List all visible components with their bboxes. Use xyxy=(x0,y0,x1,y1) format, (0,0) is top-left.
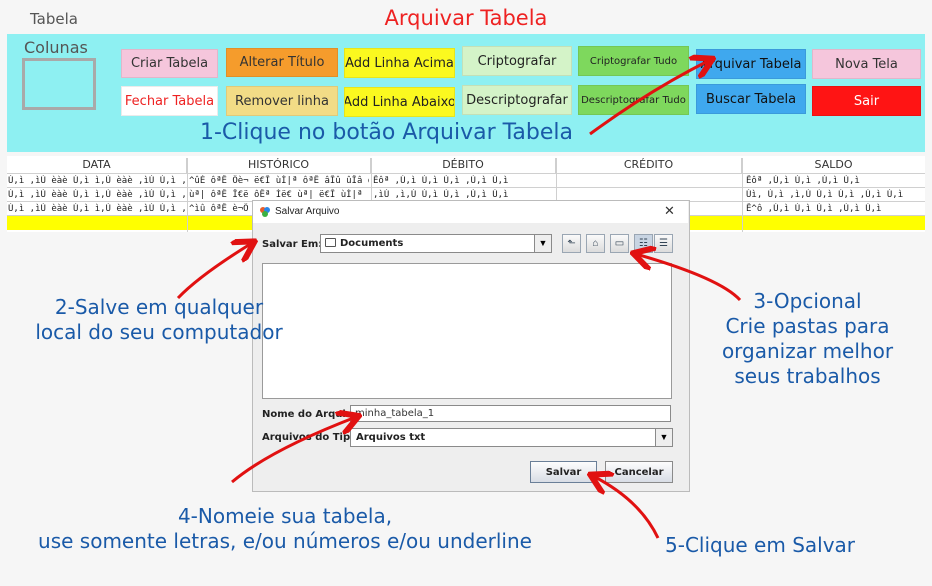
column-header-debito[interactable]: DÉBITO xyxy=(371,158,556,173)
column-header-historico[interactable]: HISTÓRICO xyxy=(187,158,371,173)
row-divider xyxy=(7,187,925,188)
column-divider xyxy=(742,158,743,232)
dialog-titlebar[interactable] xyxy=(253,201,688,223)
column-divider xyxy=(187,158,188,232)
cancelar-button[interactable]: Cancelar xyxy=(605,461,673,483)
table-cell[interactable]: Êôª ,Ù,ì Ù,ì ,Ù,ì Ù,ì xyxy=(746,176,860,186)
criptografar-button[interactable]: Criptografar xyxy=(462,46,572,76)
criptografar-tudo-button[interactable]: Criptografar Tudo xyxy=(578,46,689,76)
fechar-tabela-button[interactable]: Fechar Tabela xyxy=(121,86,218,116)
descriptografar-tudo-button[interactable]: Descriptografar Tudo xyxy=(578,85,689,115)
home-icon[interactable]: ⌂ xyxy=(586,234,605,253)
nome-arquivo-input[interactable]: minha_tabela_1 xyxy=(350,405,671,422)
table-cell[interactable]: Ùì, Ù,ì ,ì,Ù Ù,ì Ù,ì ,Ù,ì Ù,ì xyxy=(746,190,904,200)
column-header-data[interactable]: DATA xyxy=(7,158,187,173)
file-list[interactable] xyxy=(262,263,672,399)
criar-tabela-button[interactable]: Criar Tabela xyxy=(121,49,218,78)
annotation-step-4-line-1: 4-Nomeie sua tabela, xyxy=(177,504,393,528)
table-cell[interactable]: Êôª ,Ù,ì Ù,ì Ù,ì ,Ù,ì Ù,ì xyxy=(373,176,509,186)
new-folder-icon[interactable]: ▭ xyxy=(610,234,629,253)
annotation-step-3-line-1: 3-Opcional xyxy=(753,289,862,313)
folder-icon xyxy=(325,238,336,247)
annotation-step-3-line-3: organizar melhor xyxy=(721,339,894,363)
annotation-step-2: 2-Salve em qualquer local do seu computa… xyxy=(14,295,304,345)
annotation-step-3-line-2: Crie pastas para xyxy=(725,314,890,338)
arrow-step-4 xyxy=(231,417,356,484)
page-title: Arquivar Tabela xyxy=(384,6,548,30)
annotation-step-3: 3-Opcional Crie pastas para organizar me… xyxy=(700,289,915,389)
tipo-arquivo-select[interactable]: Arquivos txt ▼ xyxy=(350,428,673,447)
table-cell[interactable]: ^ìû ôªÊ è¬Ö û xyxy=(189,204,251,214)
annotation-step-4: 4-Nomeie sua tabela, use somente letras,… xyxy=(20,504,550,554)
table-cell[interactable]: Ù,ì ,ìÙ èàè Ù,ì ì,Ù èàè ,ìÙ Ù,ì ,ìÙ ,ìÙ xyxy=(8,190,186,200)
descriptografar-button[interactable]: Descriptografar xyxy=(462,85,572,115)
row-divider xyxy=(7,173,925,174)
tipo-arquivo-value: Arquivos txt xyxy=(356,432,426,443)
table-cell[interactable]: ùª| ôªÊ Î€ë ôÊª Ìë€ ùª| ë€Î ùÌ|ª xyxy=(189,190,363,200)
annotation-step-5: 5-Clique em Salvar xyxy=(665,533,856,557)
annotation-step-4-line-2: use somente letras, e/ou números e/ou un… xyxy=(38,529,532,553)
column-header-saldo[interactable]: SALDO xyxy=(814,158,853,171)
column-divider xyxy=(371,158,372,232)
table-cell[interactable]: Ê^ô ,Ù,ì Ù,ì Ù,ì ,Ù,ì Ù,ì xyxy=(746,204,882,214)
colunas-box[interactable] xyxy=(22,58,96,110)
table-cell[interactable]: Ù,ì ,ìÙ èàè Ù,ì ì,Ù èàè ,ìÙ Ù,ì ,ìÙ ,ìÙ xyxy=(8,176,186,186)
alterar-titulo-button[interactable]: Alterar Título xyxy=(226,48,338,77)
java-app-icon xyxy=(259,205,271,217)
salvar-button[interactable]: Salvar xyxy=(530,461,597,483)
arrow-step-5 xyxy=(593,476,660,539)
dialog-title: Salvar Arquivo xyxy=(275,206,340,217)
annotation-step-2-line-1: 2-Salve em qualquer xyxy=(54,295,264,319)
annotation-step-1: 1-Clique no botão Arquivar Tabela xyxy=(200,120,573,145)
arrow-step-1 xyxy=(589,60,710,136)
sair-button[interactable]: Sair xyxy=(812,86,921,116)
add-linha-abaixo-button[interactable]: Add Linha Abaixo xyxy=(344,87,455,117)
add-linha-acima-button[interactable]: Add Linha Acima xyxy=(344,48,455,78)
salvar-em-value: Documents xyxy=(340,238,404,249)
details-view-icon[interactable]: ☰ xyxy=(654,234,673,253)
salvar-em-select[interactable]: Documents ▼ xyxy=(320,234,552,253)
buscar-tabela-button[interactable]: Buscar Tabela xyxy=(696,84,806,114)
nome-arquivo-label: Nome do Arquivo: xyxy=(262,409,364,420)
nova-tela-button[interactable]: Nova Tela xyxy=(812,49,921,79)
chevron-down-icon[interactable]: ▼ xyxy=(655,429,672,446)
colunas-label: Colunas xyxy=(24,38,88,57)
up-folder-icon[interactable]: ⬑ xyxy=(562,234,581,253)
table-cell[interactable]: ^ûÉ ôªÊ Öè¬ ë€Î ùÌ|ª ôªÊ âÎû ûÎâ ôÊ^... xyxy=(189,176,369,186)
remover-linha-button[interactable]: Remover linha xyxy=(226,86,338,116)
tipo-arquivo-label: Arquivos do Tipo: xyxy=(262,432,361,443)
table-cell[interactable]: ,ìÙ ,ì,Ù Ù,ì Ù,ì ,Ù,ì Ù,ì xyxy=(373,190,509,200)
annotation-step-2-line-2: local do seu computador xyxy=(35,320,283,344)
column-divider xyxy=(556,158,557,232)
arrow-step-2 xyxy=(176,243,252,300)
chevron-down-icon[interactable]: ▼ xyxy=(534,235,551,252)
tabela-label: Tabela xyxy=(30,10,78,28)
close-icon[interactable]: ✕ xyxy=(664,203,675,218)
arrow-step-3 xyxy=(636,254,742,302)
table-cell[interactable]: Ù,ì ,ìÙ èàè Ù,ì ì,Ù èàè ,ìÙ Ù,ì ,ìÙ ,ìÙ xyxy=(8,204,186,214)
column-header-credito[interactable]: CRÉDITO xyxy=(556,158,742,173)
salvar-em-label: Salvar Em: xyxy=(262,239,323,250)
annotation-step-3-line-4: seus trabalhos xyxy=(734,364,881,388)
